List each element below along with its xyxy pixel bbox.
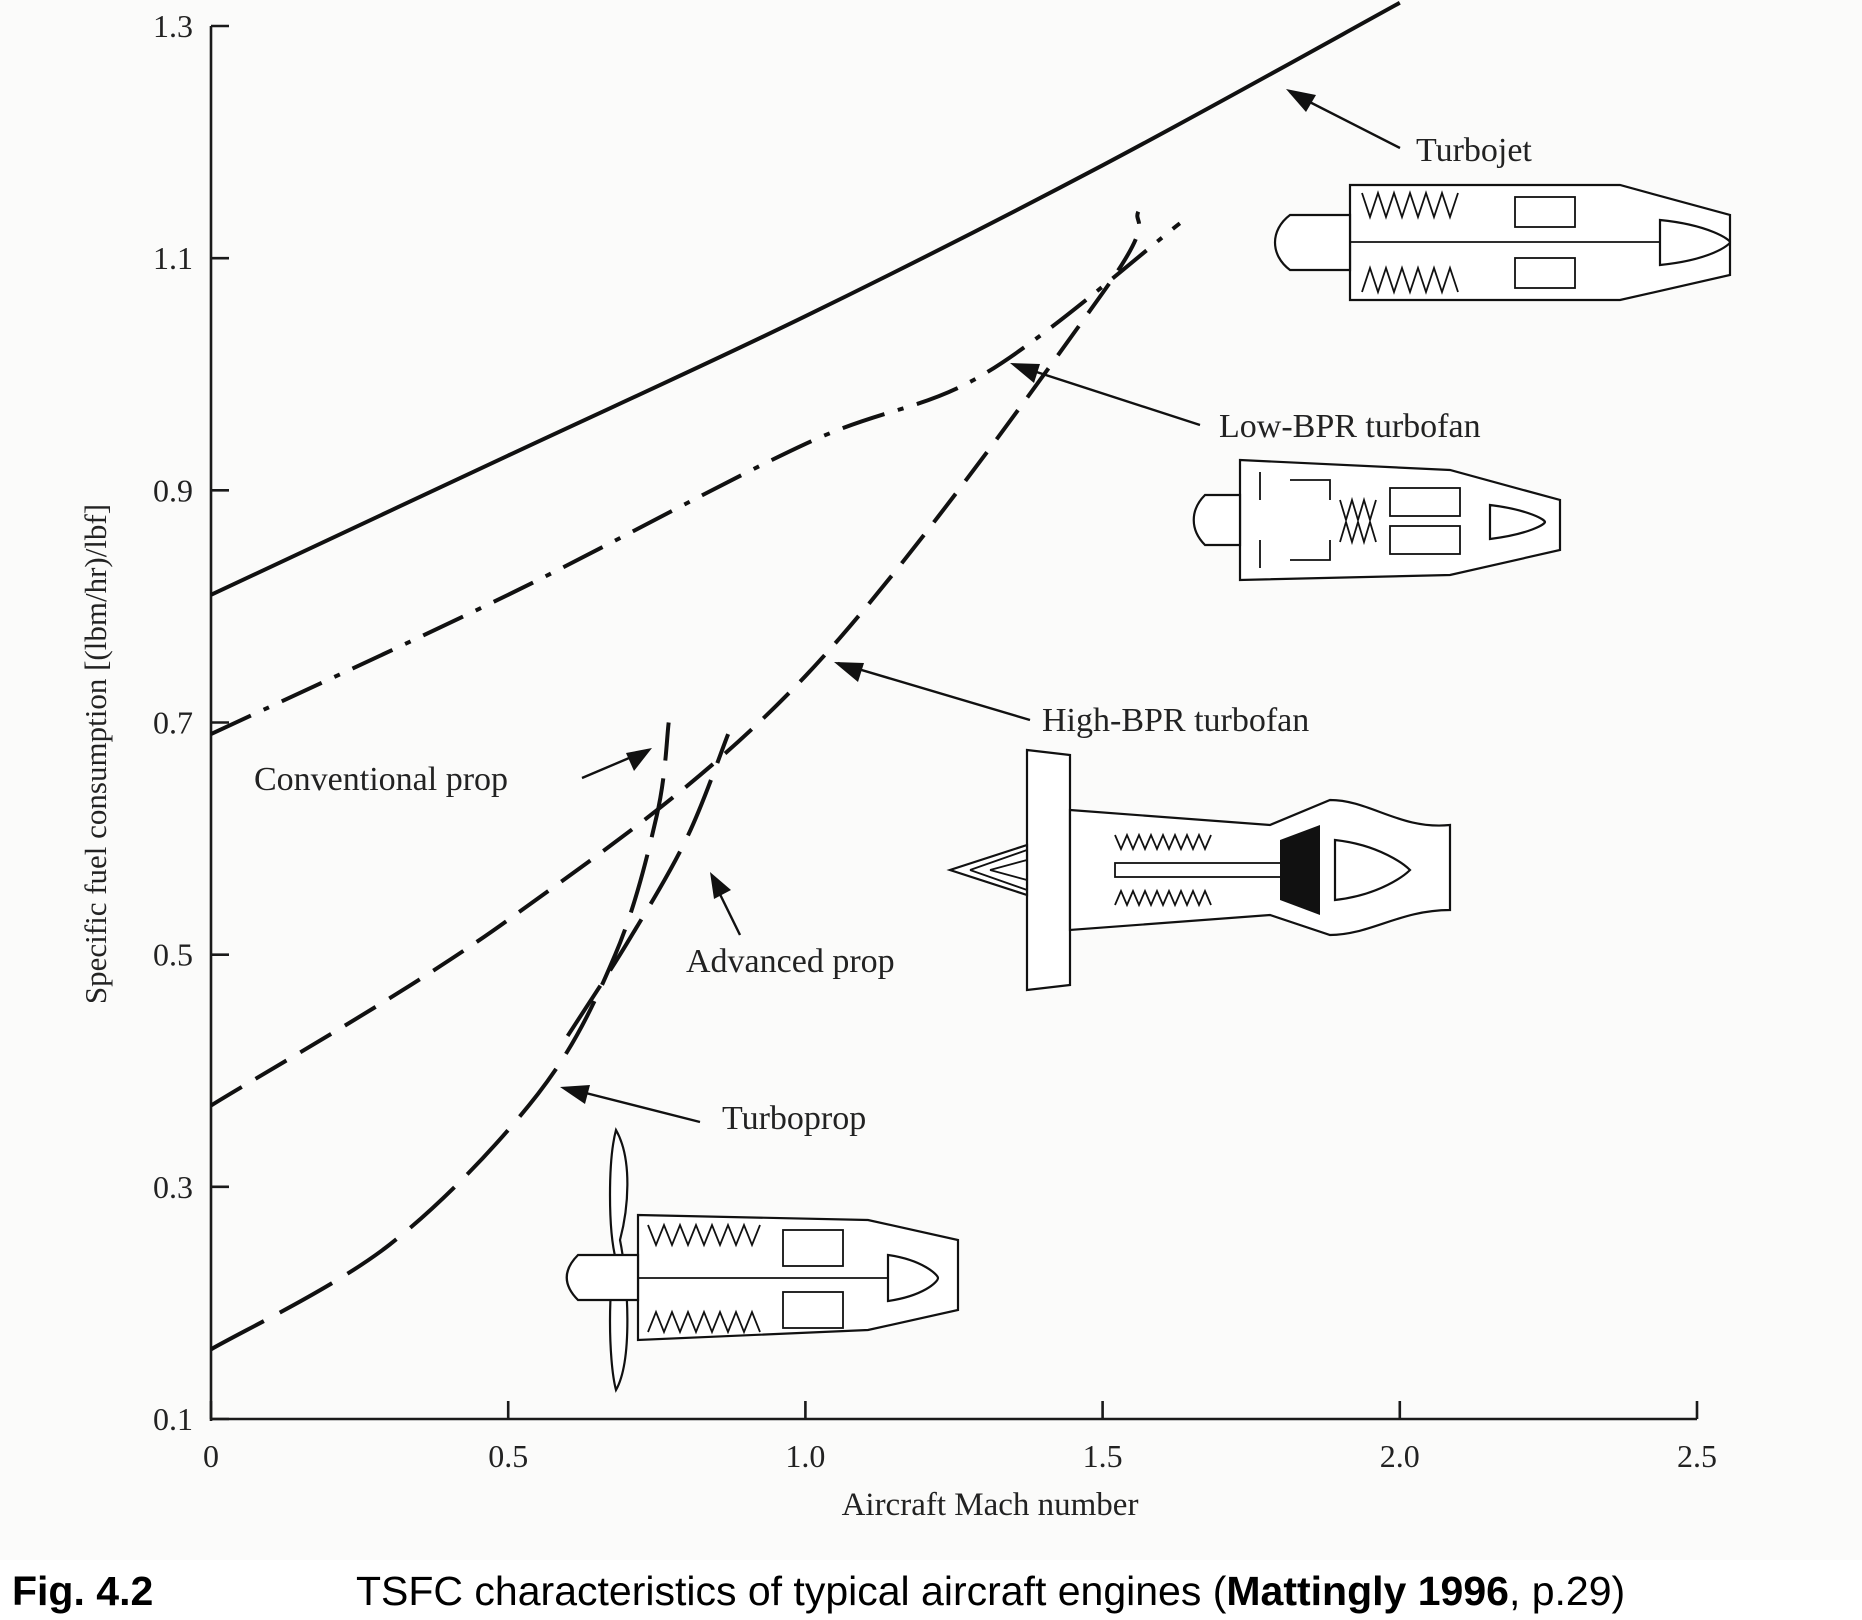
y-tick-label: 0.3 (153, 1169, 193, 1205)
high-bpr-turbofan-engine-drawing (946, 748, 1452, 992)
tsfc-chart: 0 0.5 1.0 1.5 2.0 2.5 0.1 0.3 0.5 0.7 0.9 1.1 1.3 Ai… (78, 1, 1732, 1523)
figure-panel: 0 0.5 1.0 1.5 2.0 2.5 0.1 0.3 0.5 0.7 0.9 1.1 1.3 Ai… (78, 1, 1732, 1523)
leader-low-bpr (1010, 363, 1201, 427)
leader-turbojet (1286, 89, 1401, 150)
turbojet-engine-drawing (1274, 183, 1732, 302)
label-advanced-prop: Advanced prop (686, 943, 895, 980)
x-tick-label: 0 (203, 1438, 219, 1474)
caption-citation: Mattingly 1996 (1226, 1568, 1509, 1614)
x-axis-label: Aircraft Mach number (842, 1487, 1139, 1523)
curves (209, 1, 1401, 1352)
leader-conventional-prop (581, 748, 652, 780)
leader-arrows (560, 89, 1401, 1124)
caption-text-pre: TSFC characteristics of typical aircraft… (356, 1568, 1227, 1614)
label-conventional-prop: Conventional prop (254, 761, 508, 798)
x-tick-label: 1.5 (1083, 1438, 1123, 1474)
label-turboprop: Turboprop (722, 1100, 866, 1137)
caption-figure-number: Fig. 4.2 (12, 1568, 154, 1614)
x-tick-label: 0.5 (488, 1438, 528, 1474)
x-tick-label: 2.5 (1677, 1438, 1717, 1474)
label-high-bpr-turbofan: High-BPR turbofan (1042, 702, 1309, 739)
y-tick-label: 0.1 (153, 1401, 193, 1437)
figure-caption: Fig. 4.2 TSFC characteristics of typical… (0, 1568, 1862, 1620)
series-low-bpr-turbofan (210, 221, 1182, 736)
y-axis-label: Specific fuel consumption [(lbm/hr)/lbf] (78, 504, 113, 1004)
leader-turboprop (560, 1085, 701, 1124)
y-tick-label: 0.5 (153, 937, 193, 973)
turboprop-engine-drawing (565, 1127, 960, 1393)
series-high-bpr-turbofan (209, 210, 1142, 1108)
leader-advanced-prop (710, 872, 742, 936)
series-turbojet (210, 1, 1401, 597)
series-advanced-prop (565, 733, 730, 1038)
ticks: 0 0.5 1.0 1.5 2.0 2.5 0.1 0.3 0.5 0.7 0.9 1.1 1.3 (153, 8, 1717, 1474)
y-tick-label: 1.1 (153, 240, 193, 276)
label-low-bpr-turbofan: Low-BPR turbofan (1219, 408, 1481, 445)
y-tick-label: 0.9 (153, 472, 193, 508)
y-tick-label: 1.3 (153, 8, 193, 44)
y-tick-label: 0.7 (153, 705, 193, 741)
x-tick-label: 1.0 (785, 1438, 825, 1474)
low-bpr-turbofan-engine-drawing (1192, 458, 1562, 582)
x-tick-label: 2.0 (1380, 1438, 1420, 1474)
label-turbojet: Turbojet (1416, 132, 1532, 169)
leader-high-bpr (834, 661, 1031, 722)
caption-text-post: , p.29) (1508, 1568, 1626, 1614)
series-turboprop (209, 722, 671, 1352)
caption-text: TSFC characteristics of typical aircraft… (356, 1568, 1625, 1615)
